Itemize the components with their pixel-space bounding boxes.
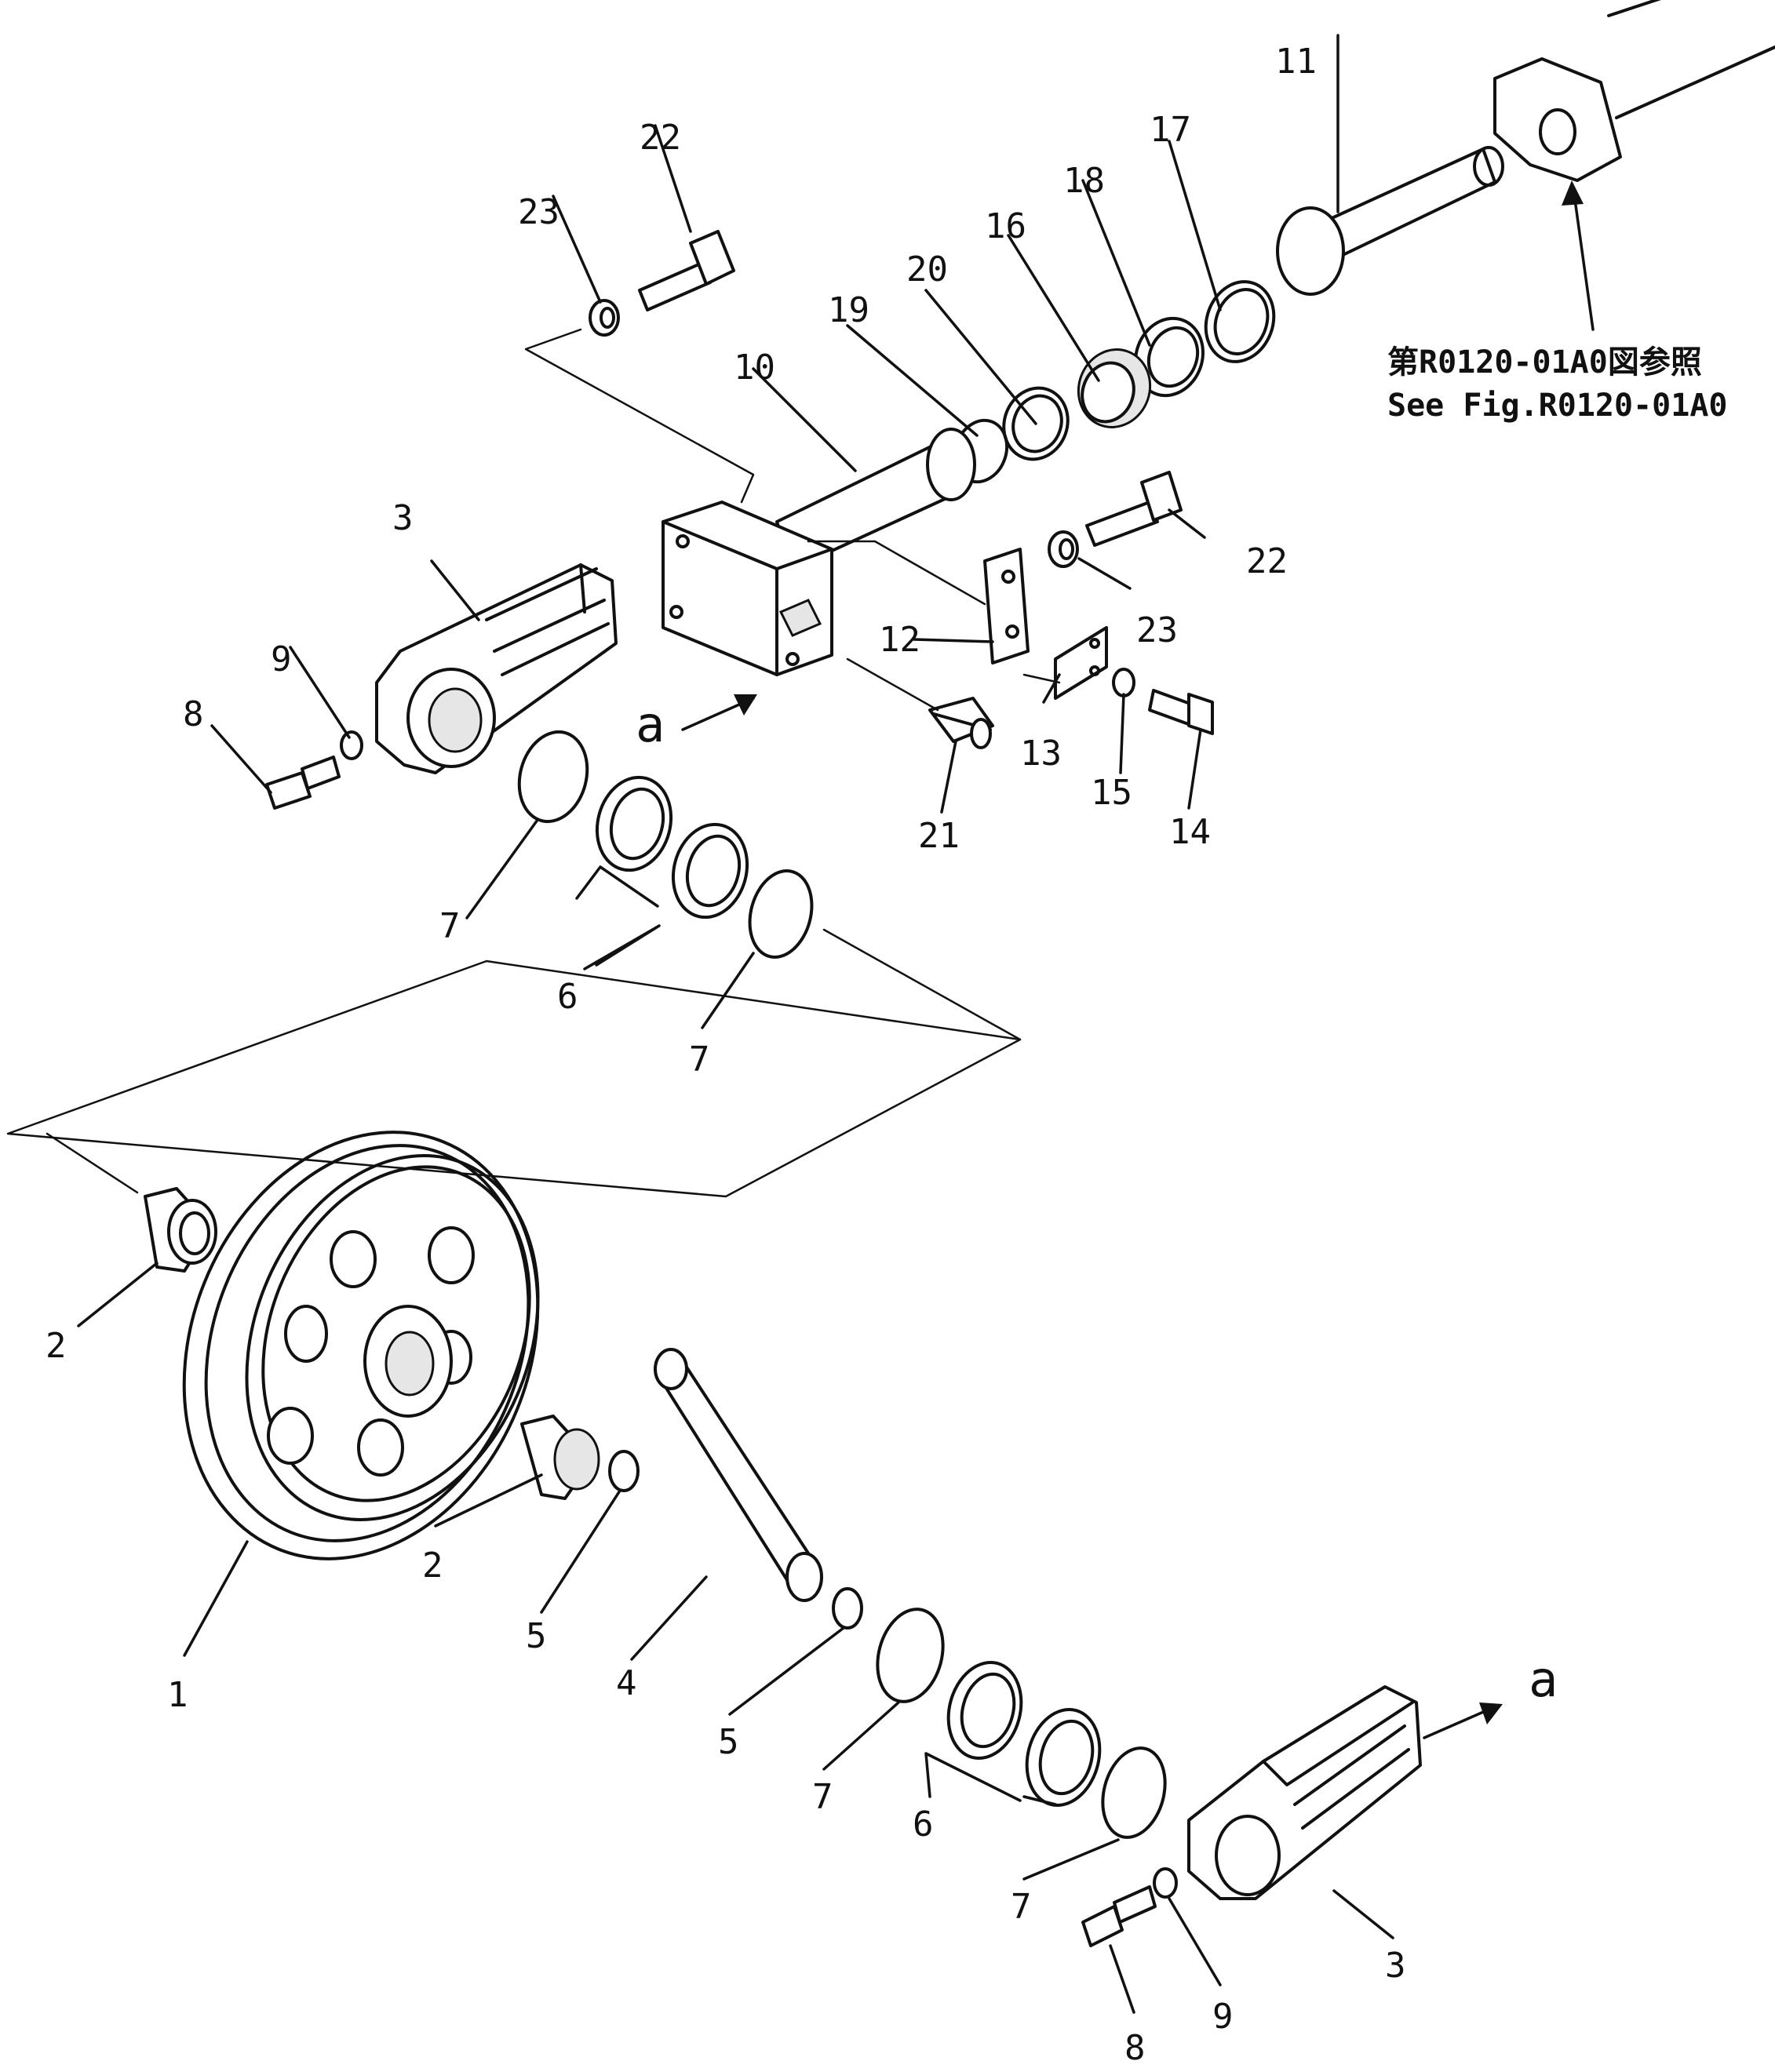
- label-8-upper: 8: [183, 694, 204, 734]
- label-22-upper: 22: [640, 118, 681, 158]
- label-16: 16: [985, 206, 1026, 246]
- bushing-2-lower: [520, 1415, 600, 1500]
- label-13: 13: [1020, 734, 1062, 774]
- washer-23-upper: [589, 299, 620, 337]
- label-23-lower: 23: [1136, 610, 1178, 650]
- seal-6-upper-b: [671, 822, 749, 919]
- o-ring-7-lower-right: [1101, 1746, 1167, 1839]
- plate-part-12: [983, 548, 1030, 665]
- o-ring-7-upper-right: [748, 869, 814, 959]
- label-17: 17: [1150, 110, 1191, 150]
- label-9-lower: 9: [1212, 1997, 1234, 2037]
- o-ring-5-upper: [608, 1450, 640, 1492]
- shaft-part-11: [1276, 0, 1775, 296]
- view-marker-a-upper: a: [636, 696, 665, 753]
- pin-part-4: [654, 1348, 823, 1602]
- label-21: 21: [918, 816, 960, 856]
- seal-6-lower-a: [946, 1660, 1023, 1761]
- label-11: 11: [1275, 42, 1317, 82]
- o-ring-7-lower-left: [876, 1608, 945, 1703]
- label-8-lower: 8: [1124, 2028, 1146, 2068]
- bushing-2-upper: [144, 1187, 217, 1273]
- bolt-8-lower: [1081, 1885, 1157, 1947]
- label-9-upper: 9: [271, 639, 292, 679]
- label-1: 1: [167, 1675, 188, 1715]
- label-4: 4: [616, 1663, 637, 1703]
- o-ring-5-lower: [832, 1587, 863, 1630]
- label-5-lower: 5: [718, 1722, 739, 1762]
- plate-part-13: [1054, 626, 1108, 700]
- label-3-lower: 3: [1385, 1946, 1406, 1986]
- bolt-22-lower: [1085, 471, 1183, 547]
- label-20: 20: [906, 249, 948, 289]
- view-marker-a-lower: a: [1529, 1651, 1558, 1708]
- label-19: 19: [828, 290, 869, 330]
- label-15: 15: [1091, 773, 1132, 813]
- seal-6-upper-a: [595, 775, 673, 872]
- label-14: 14: [1169, 812, 1211, 852]
- washer-9-lower: [1153, 1867, 1178, 1899]
- support-part-10: [662, 428, 976, 676]
- view-arrows: [681, 180, 1584, 1739]
- label-23-upper: 23: [518, 192, 559, 232]
- idler-wheel-part-1: [182, 1131, 540, 1560]
- reference-note-english: See Fig.R0120-01A0: [1387, 388, 1727, 424]
- label-7-lower-a: 7: [812, 1777, 833, 1817]
- bolt-14: [1148, 689, 1214, 735]
- ring-20: [1002, 386, 1070, 461]
- label-10: 10: [734, 348, 775, 388]
- reference-note-japanese: 第R0120-01A0図参照: [1387, 344, 1702, 381]
- bolt-8-upper: [265, 756, 341, 810]
- bracket-part-3-upper: [375, 563, 618, 774]
- label-18: 18: [1063, 161, 1105, 201]
- label-22-lower: 22: [1246, 541, 1288, 581]
- leader-lines: [77, 34, 1595, 2014]
- label-12: 12: [879, 620, 920, 660]
- bracket-part-3-lower: [1187, 1685, 1422, 1900]
- label-2-lower: 2: [422, 1546, 443, 1586]
- washer-15: [1112, 668, 1135, 697]
- bearing-16: [1077, 348, 1152, 428]
- label-7-upper-b: 7: [689, 1040, 710, 1080]
- seal-6-lower-b: [1025, 1707, 1102, 1808]
- label-6-upper: 6: [557, 977, 578, 1017]
- label-6-lower: 6: [913, 1804, 934, 1844]
- label-7-upper-a: 7: [439, 906, 461, 946]
- label-3-upper: 3: [392, 498, 414, 538]
- label-5-upper: 5: [526, 1616, 547, 1656]
- bearing-ring-18: [1133, 316, 1205, 398]
- label-7-lower-b: 7: [1011, 1887, 1032, 1927]
- washer-9-upper: [340, 730, 363, 760]
- washer-23-lower: [1048, 530, 1079, 568]
- label-2-upper: 2: [46, 1326, 67, 1366]
- assembly-guide-lines: [6, 328, 1061, 1198]
- o-ring-7-upper-left: [517, 730, 589, 824]
- snap-ring-17: [1204, 280, 1276, 363]
- bolt-22-upper: [638, 230, 735, 311]
- grease-fitting-21: [928, 697, 994, 749]
